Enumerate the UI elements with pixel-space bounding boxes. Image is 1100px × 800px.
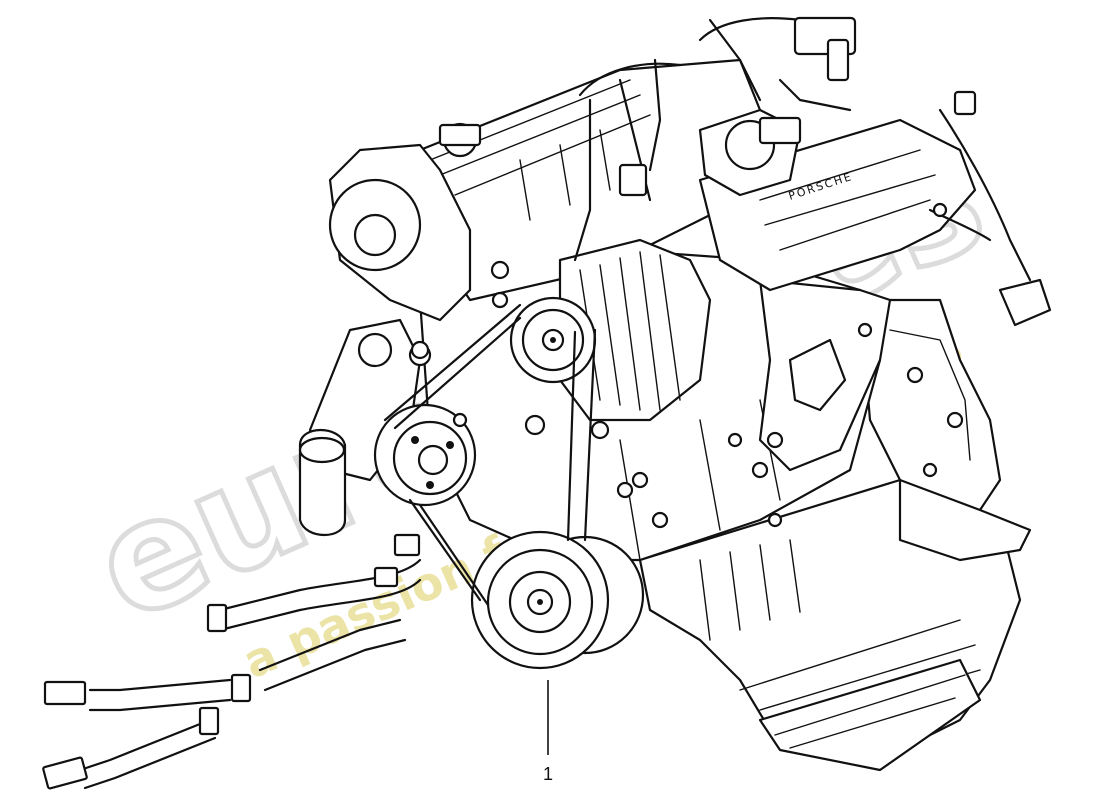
crank-pulley [470, 530, 645, 670]
hose-assembly [42, 533, 422, 790]
distributor [698, 108, 802, 197]
intake-bracket [758, 278, 892, 472]
ps-pump-pulley [373, 403, 477, 507]
ignition-wires [573, 16, 1052, 327]
oil-pan [638, 478, 1022, 772]
engine-illustration: PORSCHE [42, 16, 1052, 790]
drive-belts [383, 303, 597, 607]
callout-number: 1 [543, 764, 553, 784]
engine-mount [858, 298, 1032, 562]
callout-1: 1 [543, 680, 553, 784]
timing-cover [328, 143, 472, 322]
bolts [410, 260, 634, 499]
